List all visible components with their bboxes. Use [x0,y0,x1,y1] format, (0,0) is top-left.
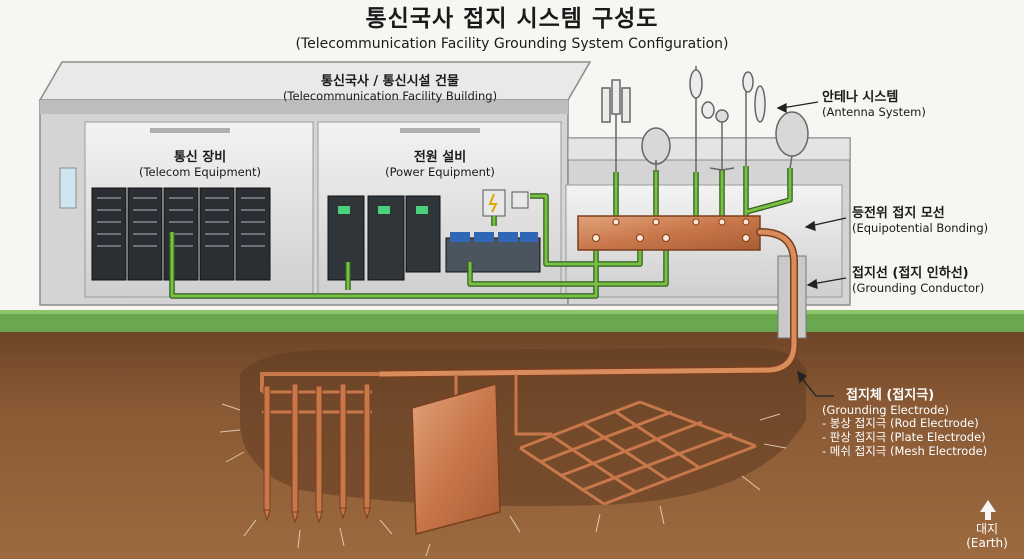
pointer-lines [776,101,847,397]
rod-header-conductor [260,372,380,392]
building-label: 통신국사 / 통신시설 건물 (Telecommunication Facili… [210,74,570,103]
power-equipment-en: (Power Equipment) [385,164,495,179]
grounding-electrode-ko: 접지체 (접지극) [846,388,935,403]
earth-en: (Earth) [966,536,1008,551]
title-en: (Telecommunication Facility Grounding Sy… [295,35,729,52]
roof-edge [40,100,568,114]
equipotential-bonding-en: (Equipotential Bonding) [852,220,989,235]
antenna-system-ko: 안테나 시스템 [822,90,899,105]
grounding-conductor [377,229,797,377]
up-arrow-icon [980,500,996,512]
power-cabinets [327,195,441,281]
electrode-type-rod: - 봉상 접지극 (Rod Electrode) [822,416,979,431]
building-en: (Telecommunication Facility Building) [282,88,498,103]
grass [0,310,1024,332]
dissipation-rays [219,403,787,557]
mesh-electrode [519,400,757,506]
electrode-type-mesh: - 메쉬 접지극 (Mesh Electrode) [822,443,988,458]
battery-bank [445,232,541,273]
grounding-conductor-label: 접지선 (접지 인하선) (Grounding Conductor) [852,266,984,295]
ground-wire [170,166,792,298]
grass-highlight [0,310,1024,314]
electrode-type-plate: - 판상 접지극 (Plate Electrode) [822,430,986,445]
grounding-electrode-en: (Grounding Electrode) [822,402,949,417]
telecom-racks [91,187,271,281]
bonding-bar [577,215,761,251]
earth-label: 대지 (Earth) [954,522,1020,551]
antenna-system-label: 안테나 시스템 (Antenna System) [822,90,926,119]
grounding-conductor-en: (Grounding Conductor) [852,280,985,295]
grounding-electrode-label: 접지체 (접지극) (Grounding Electrode) - 봉상 접지극… [822,388,987,459]
telecom-equipment-label: 통신 장비 (Telecom Equipment) [100,150,300,179]
excavation [240,348,806,506]
power-equipment-label: 전원 설비 (Power Equipment) [340,150,540,179]
page-title: 통신국사 접지 시스템 구성도 (Telecommunication Facil… [0,6,1024,52]
antenna-system-en: (Antenna System) [822,104,926,119]
antenna-system [601,66,809,172]
building-ko: 통신국사 / 통신시설 건물 [321,74,459,89]
plate-electrode [411,383,501,535]
title-ko: 통신국사 접지 시스템 구성도 [365,6,659,32]
telecom-equipment-ko: 통신 장비 [173,150,227,165]
electrode-type-list: - 봉상 접지극 (Rod Electrode) - 판상 접지극 (Plate… [822,417,987,458]
electric-hazard-icon [488,193,498,213]
mesh-lead [514,374,552,436]
power-equipment-ko: 전원 설비 [413,150,467,165]
panel-box-2 [511,191,529,209]
ceiling-light-2 [400,128,480,133]
bonding-bolts [592,218,750,242]
up-arrow-stem [985,512,991,520]
ceiling-light-1 [150,128,230,133]
equipotential-bonding-label: 등전위 접지 모선 (Equipotential Bonding) [852,206,988,235]
rod-electrodes [262,383,372,524]
window [59,167,77,209]
equipotential-bonding-ko: 등전위 접지 모선 [852,206,945,221]
telecom-equipment-en: (Telecom Equipment) [138,164,262,179]
grounding-conductor-ko: 접지선 (접지 인하선) [852,266,969,281]
earth-ko: 대지 [975,522,999,536]
